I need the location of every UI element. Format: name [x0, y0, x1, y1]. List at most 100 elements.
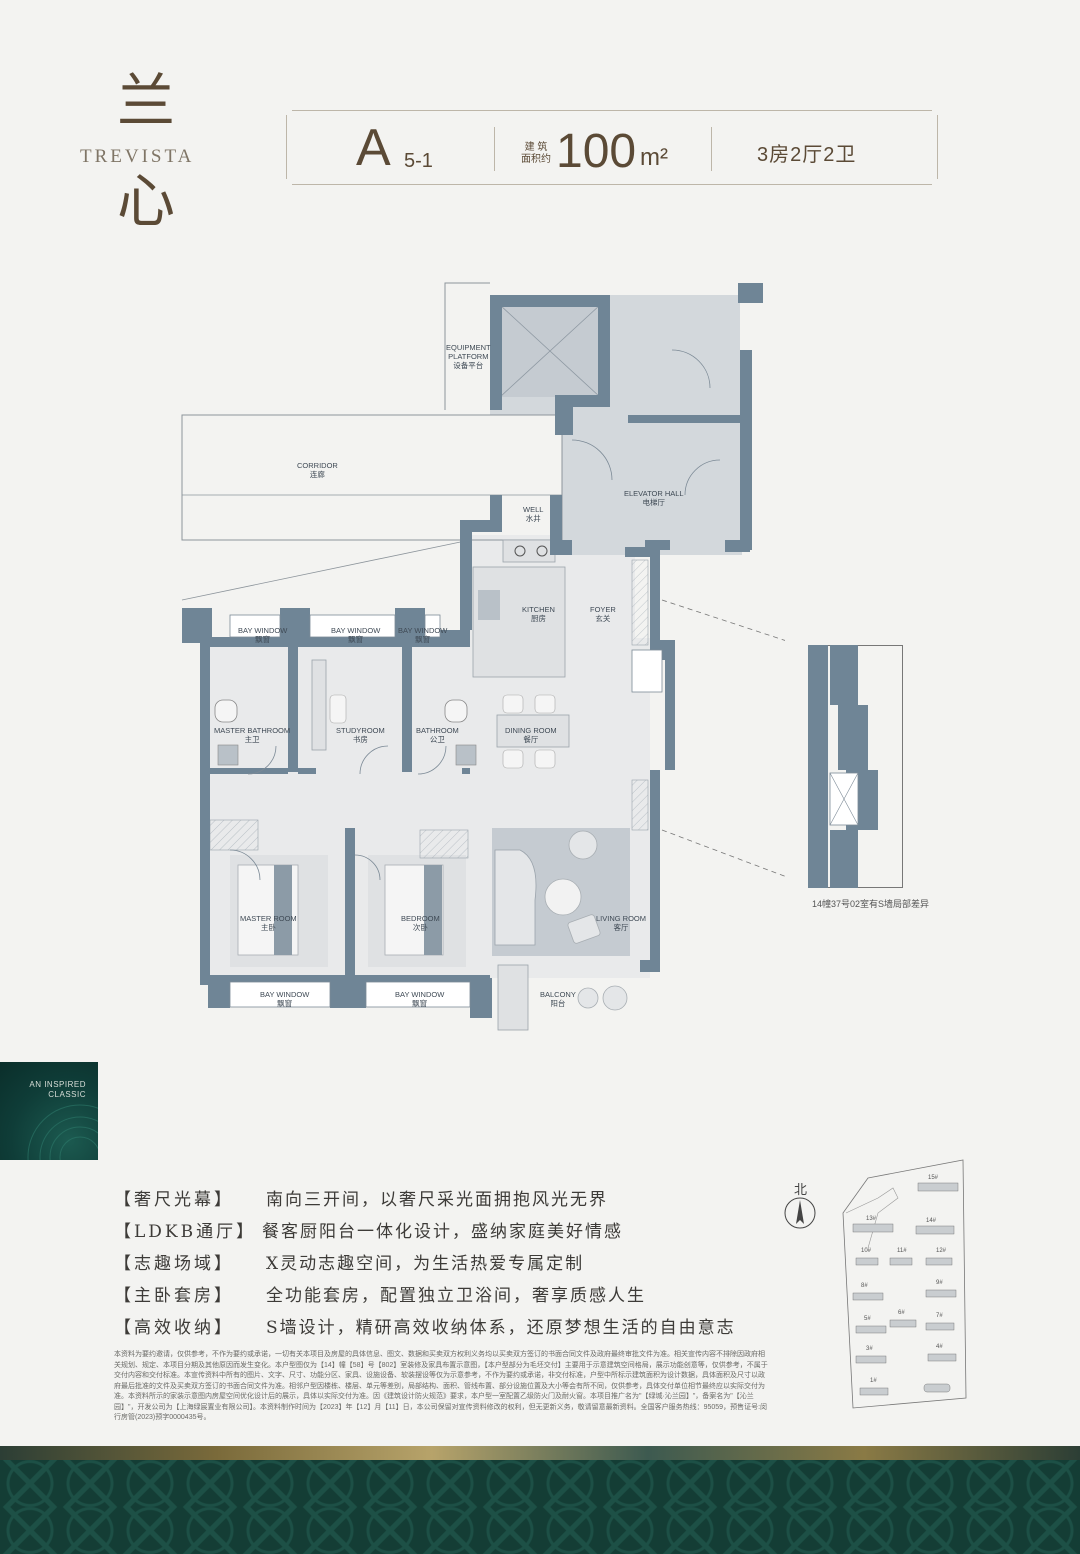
- unit-letter: A: [356, 119, 391, 177]
- label-equipment-platform: EQUIPMENT PLATFORM 设备平台: [446, 343, 491, 370]
- inspired-badge: AN INSPIRED CLASSIC: [0, 1062, 98, 1160]
- area-unit: m²: [640, 144, 668, 171]
- label-bay-window-3: BAY WINDOW 飘窗: [398, 626, 447, 644]
- label-bathroom: BATHROOM 公卫: [416, 726, 459, 744]
- label-studyroom: STUDYROOM 书房: [336, 726, 385, 744]
- brand-char-bottom: 心: [117, 167, 176, 235]
- label-text: 飘窗: [415, 635, 431, 644]
- label-elevator-hall: ELEVATOR HALL 电梯厅: [624, 489, 684, 507]
- label-bay-window-1: BAY WINDOW 飘窗: [238, 626, 287, 644]
- disclaimer: 本资料为要约邀请，仅供参考，不作为要约或承诺，一切有关本项目及房屋的具体信息、图…: [114, 1351, 768, 1421]
- area-label-line2: 面积约: [521, 154, 551, 165]
- area-label-line1: 建 筑: [524, 142, 548, 153]
- header-top-rule: [292, 110, 932, 111]
- bldg-6: 6#: [898, 1310, 905, 1316]
- label-text: PLATFORM: [448, 352, 489, 361]
- label-well: WELL 水井: [523, 505, 543, 523]
- bldg-3: 3#: [866, 1346, 873, 1352]
- header-left-rule: [286, 115, 287, 179]
- label-text: 客厅: [613, 923, 629, 932]
- feature-desc: 餐客厨阳台一体化设计，盛纳家庭美好情感: [262, 1222, 623, 1242]
- label-text: WELL: [523, 505, 544, 514]
- label-master-room: MASTER ROOM 主卧: [240, 914, 297, 932]
- label-text: BAY WINDOW: [238, 626, 288, 635]
- area-value: 100: [556, 125, 637, 178]
- label-foyer: FOYER 玄关: [590, 605, 616, 623]
- label-master-bathroom: MASTER BATHROOM 主卫: [214, 726, 290, 744]
- footer-gold-line: [0, 1446, 1080, 1460]
- inspired-line2: CLASSIC: [48, 1090, 86, 1099]
- label-text: 次卧: [412, 923, 428, 932]
- label-text: 电梯厅: [642, 498, 666, 507]
- label-text: MASTER ROOM: [240, 914, 297, 923]
- label-text: 主卧: [260, 923, 276, 932]
- label-text: BAY WINDOW: [331, 626, 381, 635]
- malachite-pattern: [27, 1104, 98, 1160]
- label-text: 飘窗: [412, 999, 428, 1008]
- label-text: DINING ROOM: [505, 726, 557, 735]
- label-living-room: LIVING ROOM 客厅: [596, 914, 646, 932]
- north-arrow-icon: [784, 1197, 816, 1229]
- label-text: 餐厅: [523, 735, 539, 744]
- feature-desc: S墙设计，精研高效收纳体系，还原梦想生活的自由意志: [266, 1318, 736, 1338]
- label-text: BEDROOM: [401, 914, 440, 923]
- inset-caption: 14幢37号02室有S墙局部差异: [812, 899, 930, 909]
- label-text: BAY WINDOW: [398, 626, 448, 635]
- brand-char-top: 兰: [117, 67, 176, 135]
- bldg-11: 11#: [897, 1248, 907, 1254]
- label-corridor: CORRIDOR 连廊: [297, 461, 338, 479]
- bldg-8: 8#: [861, 1283, 868, 1289]
- header-right-rule: [937, 115, 938, 179]
- label-text: 主卫: [244, 735, 260, 744]
- bldg-9: 9#: [936, 1280, 943, 1286]
- label-text: BALCONY: [540, 990, 576, 999]
- inspired-line1: AN INSPIRED: [29, 1080, 86, 1089]
- label-text: 设备平台: [453, 361, 484, 370]
- label-bay-window-4: BAY WINDOW 飘窗: [260, 990, 309, 1008]
- label-bay-window-5: BAY WINDOW 飘窗: [395, 990, 444, 1008]
- bldg-4: 4#: [936, 1344, 943, 1350]
- label-text: 飘窗: [348, 635, 364, 644]
- bldg-14: 14#: [926, 1218, 937, 1224]
- label-text: 飘窗: [277, 999, 293, 1008]
- header-bottom-rule: [292, 184, 932, 185]
- area-label: 建 筑 面积约: [521, 142, 551, 166]
- label-text: 厨房: [530, 614, 546, 623]
- label-text: MASTER BATHROOM: [214, 726, 291, 735]
- bldg-13: 13#: [866, 1216, 877, 1222]
- bldg-5: 5#: [864, 1316, 871, 1322]
- label-text: STUDYROOM: [336, 726, 385, 735]
- bldg-1: 1#: [870, 1378, 877, 1384]
- s-wall-inset: [808, 645, 903, 888]
- feature-title: 【LDKB通厅】: [114, 1222, 257, 1242]
- label-text: FOYER: [590, 605, 616, 614]
- bldg-12: 12#: [936, 1248, 947, 1254]
- label-text: 阳台: [550, 999, 566, 1008]
- bldg-7: 7#: [936, 1313, 943, 1319]
- header-divider-2: [711, 127, 712, 171]
- label-text: 书房: [352, 735, 368, 744]
- label-text: 公卫: [429, 735, 445, 744]
- feature-desc: X灵动志趣空间，为生活热爱专属定制: [266, 1254, 585, 1274]
- label-text: EQUIPMENT: [446, 343, 491, 352]
- label-text: BATHROOM: [416, 726, 459, 735]
- label-text: LIVING ROOM: [596, 914, 647, 923]
- label-text: ELEVATOR HALL: [624, 489, 684, 498]
- label-kitchen: KITCHEN 厨房: [522, 605, 555, 623]
- label-balcony: BALCONY 阳台: [540, 990, 576, 1008]
- label-text: CORRIDOR: [297, 461, 338, 470]
- north-label: 北: [794, 1182, 808, 1197]
- label-text: 玄关: [595, 614, 611, 623]
- site-plan-map: [842, 1159, 967, 1409]
- bldg-10: 10#: [861, 1248, 872, 1254]
- unit-sub: 5-1: [404, 150, 433, 172]
- header-divider-1: [494, 127, 495, 171]
- label-bay-window-2: BAY WINDOW 飘窗: [331, 626, 380, 644]
- bldg-15: 15#: [928, 1175, 939, 1181]
- label-text: 飘窗: [255, 635, 271, 644]
- feature-title: 【主卧套房】: [114, 1286, 234, 1306]
- floor-plan: [181, 282, 785, 1031]
- feature-title: 【志趣场域】: [114, 1254, 234, 1274]
- label-dining-room: DINING ROOM 餐厅: [505, 726, 557, 744]
- label-text: 水井: [525, 514, 541, 523]
